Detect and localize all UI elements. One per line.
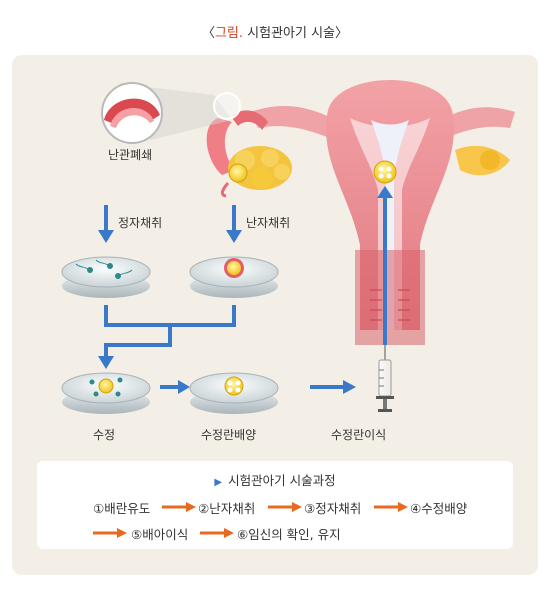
play-triangle-icon: ▶	[214, 477, 223, 488]
process-step-5: ⑤배아이식	[131, 527, 189, 542]
dish-embryo-culture	[189, 372, 279, 414]
tube-magnifier	[101, 82, 241, 144]
dish-fertilization	[61, 372, 151, 414]
flow-arrows	[104, 205, 345, 389]
label-fertilization: 수정	[93, 428, 116, 442]
blocked-tube-illustration	[206, 110, 292, 198]
implanted-embryo	[373, 160, 397, 184]
caption-prefix: 그림.	[214, 26, 244, 41]
syringe-icon	[376, 345, 394, 412]
caption-bracket-open: 〈	[201, 26, 215, 41]
figure-caption: 〈그림. 시험관아기 시술〉	[0, 22, 550, 41]
label-egg-retrieval: 난자채취	[246, 216, 291, 230]
process-title-text: 시험관아기 시술과정	[228, 473, 336, 488]
label-embryo-culture: 수정란배양	[201, 428, 257, 442]
orange-arrow-icon	[374, 502, 408, 512]
orange-arrow-icon	[200, 528, 234, 538]
dish-egg	[189, 256, 279, 298]
orange-arrow-icon	[162, 502, 196, 512]
process-step-1: ①배란유도	[93, 501, 151, 516]
process-step-2: ②난자채취	[198, 501, 256, 516]
process-step-3: ③정자채취	[304, 501, 362, 516]
flow-arrowheads	[98, 230, 356, 394]
label-embryo-transfer: 수정란이식	[331, 428, 387, 442]
process-step-6: ⑥임신의 확인, 유지	[237, 527, 341, 542]
caption-title: 시험관아기 시술	[243, 26, 336, 41]
transfer-arrowhead	[377, 186, 393, 198]
caption-bracket-close: 〉	[335, 26, 349, 41]
orange-arrow-icon	[268, 502, 302, 512]
orange-arrow-icon	[93, 528, 127, 538]
process-title: ▶ 시험관아기 시술과정	[37, 470, 513, 489]
label-sperm-retrieval: 정자채취	[118, 216, 163, 230]
dish-sperm	[61, 256, 151, 298]
uterus-illustration	[250, 80, 515, 345]
label-tube-blockage: 난관폐쇄	[108, 148, 153, 162]
process-step-4: ④수정배양	[410, 501, 468, 516]
